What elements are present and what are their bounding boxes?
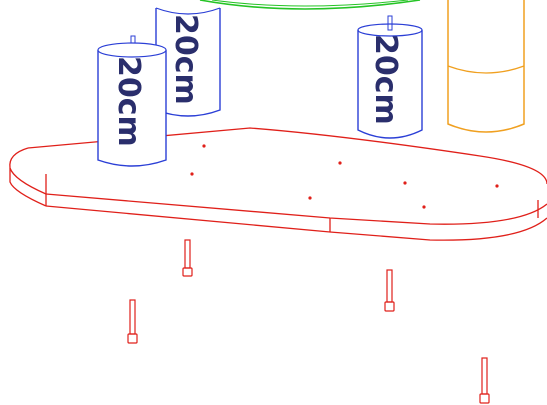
standoff-front-left-label: 20cm	[111, 56, 146, 147]
bolt-1	[182, 239, 193, 277]
standoff-right-label: 20cm	[368, 34, 403, 125]
bolt-4	[479, 357, 490, 404]
standoff-back-left: 20cm	[155, 7, 221, 117]
bolt-2	[384, 269, 395, 312]
standoff-back-left-label: 20cm	[168, 14, 203, 105]
standoff-front-left: 20cm	[97, 35, 167, 167]
standoff-right: 20cm	[357, 15, 423, 139]
base-plate	[9, 127, 547, 241]
upper-plate-edge	[199, 0, 421, 10]
bolt-3	[127, 299, 138, 344]
orange-column	[447, 0, 525, 133]
mounting-holes	[190, 144, 499, 209]
